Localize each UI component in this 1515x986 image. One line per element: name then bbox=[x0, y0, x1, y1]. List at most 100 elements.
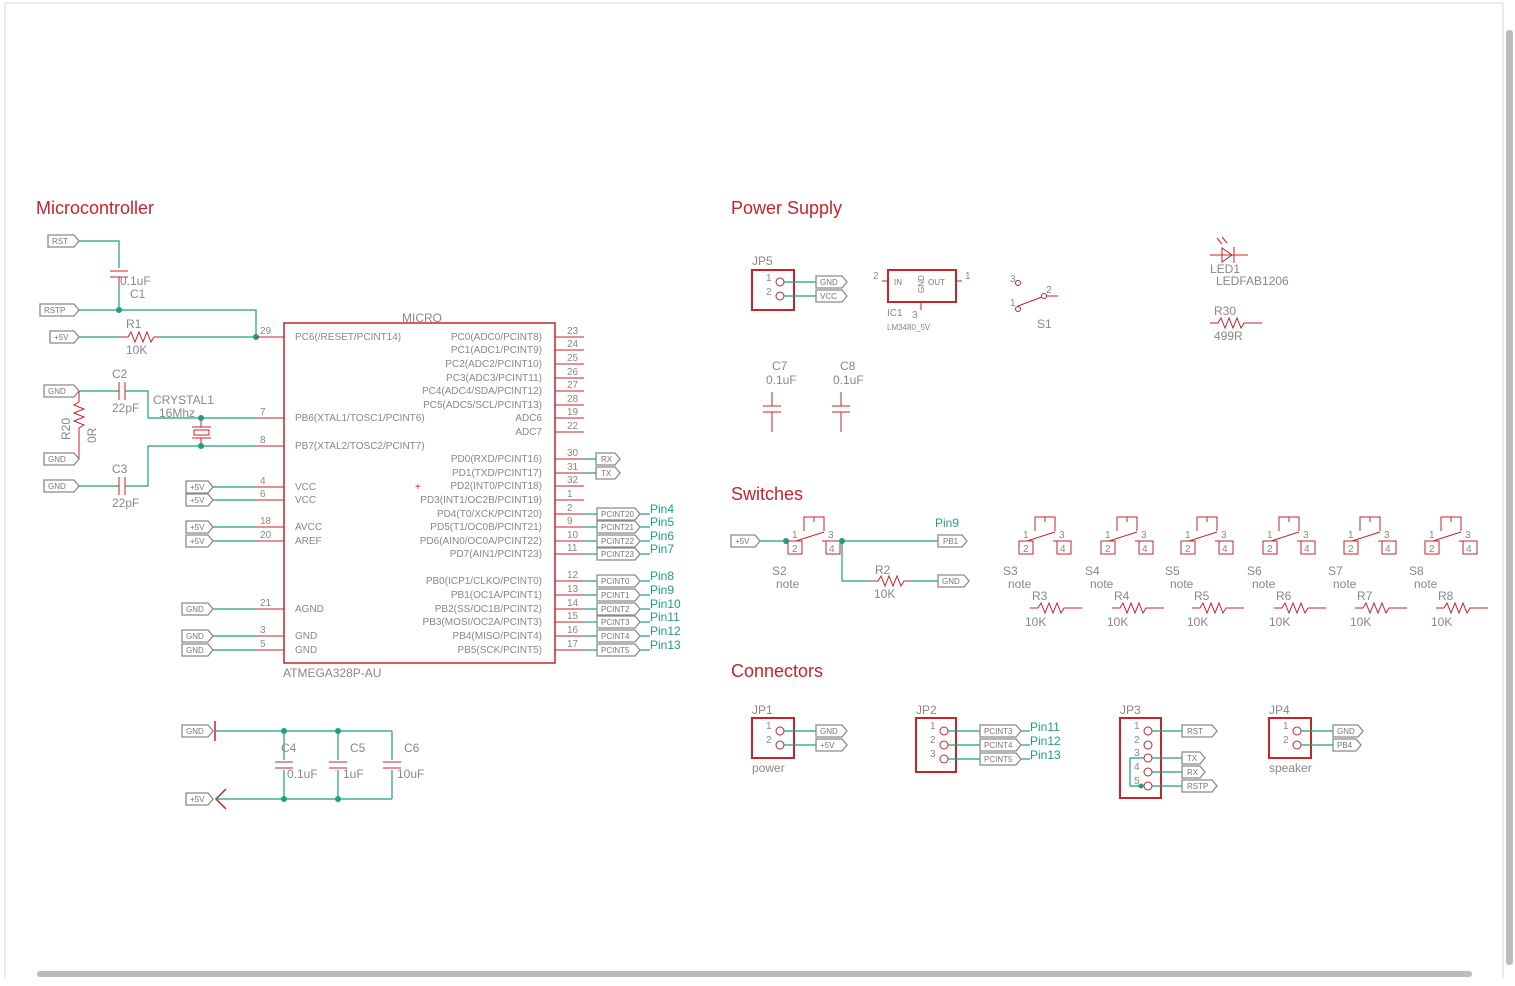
port-5v-jp1[interactable]: +5V bbox=[815, 738, 848, 752]
port-5v-aref[interactable]: +5V bbox=[185, 534, 214, 548]
switch-s1[interactable]: 312 S1 bbox=[1010, 274, 1058, 331]
port-gnd-c2[interactable]: GND bbox=[43, 384, 80, 398]
resistor-r2[interactable]: R2 10K bbox=[870, 563, 912, 601]
port-5v-s2[interactable]: +5V bbox=[730, 534, 761, 548]
port-5v-r1[interactable]: +5V bbox=[49, 330, 80, 344]
capacitor-c4[interactable]: C4 0.1uF bbox=[275, 731, 318, 799]
capacitor-c6[interactable]: C6 10uF bbox=[383, 731, 424, 799]
capacitor-c2[interactable]: C2 22pF bbox=[112, 367, 139, 415]
header-jp3[interactable]: 123 45 JP3 bbox=[1119, 703, 1162, 799]
port-pb4-jp4[interactable]: PB4 bbox=[1332, 738, 1362, 752]
header-jp4[interactable]: 12 JP4 speaker bbox=[1268, 703, 1312, 775]
resistor-r1[interactable]: R1 10K bbox=[121, 317, 160, 357]
resistor-r20[interactable]: R20 0R bbox=[59, 391, 99, 459]
port-5v-avcc[interactable]: +5V bbox=[185, 520, 214, 534]
port-gnd-agnd[interactable]: GND bbox=[181, 602, 214, 616]
port-5v-vcc4[interactable]: +5V bbox=[185, 480, 214, 494]
header-jp5[interactable]: 12 JP5 bbox=[751, 254, 795, 311]
mcu-atmega328p[interactable]: MICRO ATMEGA328P-AU + 29PC6(/RESET/PCINT… bbox=[256, 311, 584, 680]
port-pb1[interactable]: PB1 bbox=[937, 534, 968, 548]
port-5v-decoupling[interactable]: +5V bbox=[185, 792, 214, 806]
port-rstp[interactable]: RSTP bbox=[39, 303, 80, 317]
port-gnd-r20[interactable]: GND bbox=[43, 452, 80, 466]
port-gnd-decoupling[interactable]: GND bbox=[181, 724, 214, 738]
port-rst[interactable]: RST bbox=[47, 234, 80, 248]
port-tx[interactable]: TX bbox=[595, 466, 621, 480]
header-jp1[interactable]: 12 JP1 power bbox=[751, 703, 795, 775]
led-led1[interactable]: LED1 LEDFAB1206 bbox=[1210, 236, 1289, 288]
header-jp2[interactable]: 123 JP2 bbox=[915, 703, 957, 773]
port-gnd-jp5[interactable]: GND bbox=[815, 275, 848, 289]
port-gnd-3[interactable]: GND bbox=[181, 629, 214, 643]
port-gnd-c3[interactable]: GND bbox=[43, 479, 80, 493]
port-gnd-jp1[interactable]: GND bbox=[815, 724, 848, 738]
horizontal-scrollbar[interactable] bbox=[37, 971, 1472, 977]
crystal-crystal1[interactable]: CRYSTAL1 16Mhz bbox=[153, 393, 214, 446]
capacitor-c5[interactable]: C5 1uF bbox=[329, 731, 366, 799]
vertical-scrollbar[interactable] bbox=[1506, 30, 1513, 965]
jp3-port[interactable]: RSTP bbox=[1181, 779, 1218, 793]
port-vcc-jp5[interactable]: VCC bbox=[815, 289, 848, 303]
port-gnd-r2[interactable]: GND bbox=[937, 574, 970, 588]
capacitor-c3[interactable]: C3 22pF bbox=[112, 462, 139, 510]
jp3-port[interactable]: TX bbox=[1181, 751, 1206, 765]
port-5v-vcc6[interactable]: +5V bbox=[185, 493, 214, 507]
capacitor-c8[interactable]: C8 0.1uF bbox=[832, 359, 864, 432]
capacitor-c7[interactable]: C7 0.1uF bbox=[763, 359, 797, 432]
port-gnd-jp4[interactable]: GND bbox=[1332, 724, 1364, 738]
